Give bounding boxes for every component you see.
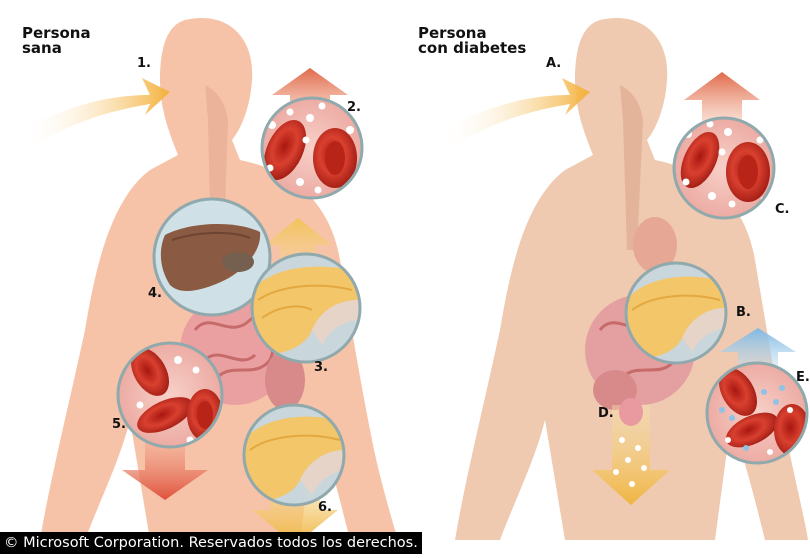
diabetic-person-title: Persona con diabetes — [418, 26, 526, 56]
air-inflow-arrow — [20, 78, 170, 155]
marker-4: 4. — [148, 286, 162, 301]
marker-d: D. — [598, 406, 614, 421]
marker-5: 5. — [112, 417, 126, 432]
marker-c: C. — [775, 202, 789, 217]
pancreas-detail-circle-right — [626, 263, 726, 363]
marker-a: A. — [546, 56, 561, 71]
marker-b: B. — [736, 305, 751, 320]
pancreas-detail-circle-2 — [244, 405, 346, 505]
marker-e: E. — [796, 370, 810, 385]
marker-3: 3. — [314, 360, 328, 375]
air-inflow-arrow-right — [440, 78, 590, 155]
blood-cells-detail-circle-right — [673, 118, 774, 218]
bladder-illustration — [619, 398, 643, 426]
healthy-person-title: Persona sana — [22, 26, 91, 56]
pancreas-detail-circle — [252, 254, 360, 362]
cell-glucose-detail-circle — [118, 341, 223, 447]
marker-6: 6. — [318, 500, 332, 515]
marker-1: 1. — [137, 56, 151, 71]
marker-2: 2. — [347, 100, 361, 115]
cell-low-insulin-detail-circle — [707, 361, 810, 463]
copyright-notice: © Microsoft Corporation. Reservados todo… — [0, 532, 422, 554]
